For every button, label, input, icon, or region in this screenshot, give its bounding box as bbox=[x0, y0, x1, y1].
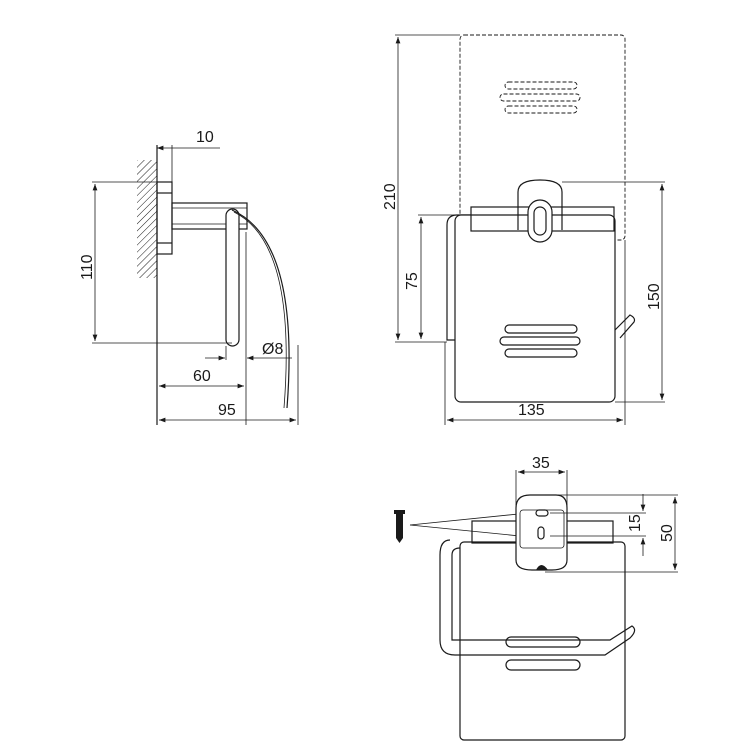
vent bbox=[505, 636, 581, 648]
screw-icon bbox=[394, 510, 405, 543]
dim-plate-width: 35 bbox=[532, 455, 550, 472]
side-view: 10 110 Ø8 60 95 bbox=[79, 129, 299, 425]
wall-mount-plate bbox=[515, 494, 568, 571]
dim-rod-depth: 60 bbox=[193, 368, 211, 385]
cover-body bbox=[454, 214, 616, 403]
mount-oval bbox=[527, 199, 553, 243]
dim-width: 135 bbox=[518, 402, 545, 419]
dim-total-depth: 95 bbox=[218, 402, 236, 419]
dim-height: 110 bbox=[79, 254, 96, 280]
dim-total-height: 210 bbox=[382, 183, 399, 210]
dim-wall-plate: 10 bbox=[196, 129, 214, 146]
dim-rod-height: 75 bbox=[404, 272, 421, 290]
dim-plate-height: 50 bbox=[659, 524, 676, 542]
rod-loop bbox=[439, 539, 636, 656]
lid-curve bbox=[231, 209, 290, 409]
dim-body-height: 150 bbox=[646, 283, 663, 310]
vent bbox=[505, 659, 581, 671]
wall-hatch bbox=[137, 160, 157, 278]
front-view: 210 75 150 135 bbox=[382, 34, 665, 425]
arm bbox=[171, 202, 248, 230]
wall-mount bbox=[517, 179, 563, 230]
rod-end bbox=[614, 314, 636, 339]
rod bbox=[225, 208, 240, 347]
top-view: 35 15 50 bbox=[394, 455, 678, 741]
cover-vents bbox=[499, 324, 581, 358]
dim-hole-spacing: 15 bbox=[627, 514, 644, 532]
dim-rod-diameter: Ø8 bbox=[262, 341, 283, 358]
mount-hole bbox=[537, 526, 545, 540]
mount-hole bbox=[535, 509, 549, 517]
lid-vents bbox=[499, 81, 581, 114]
